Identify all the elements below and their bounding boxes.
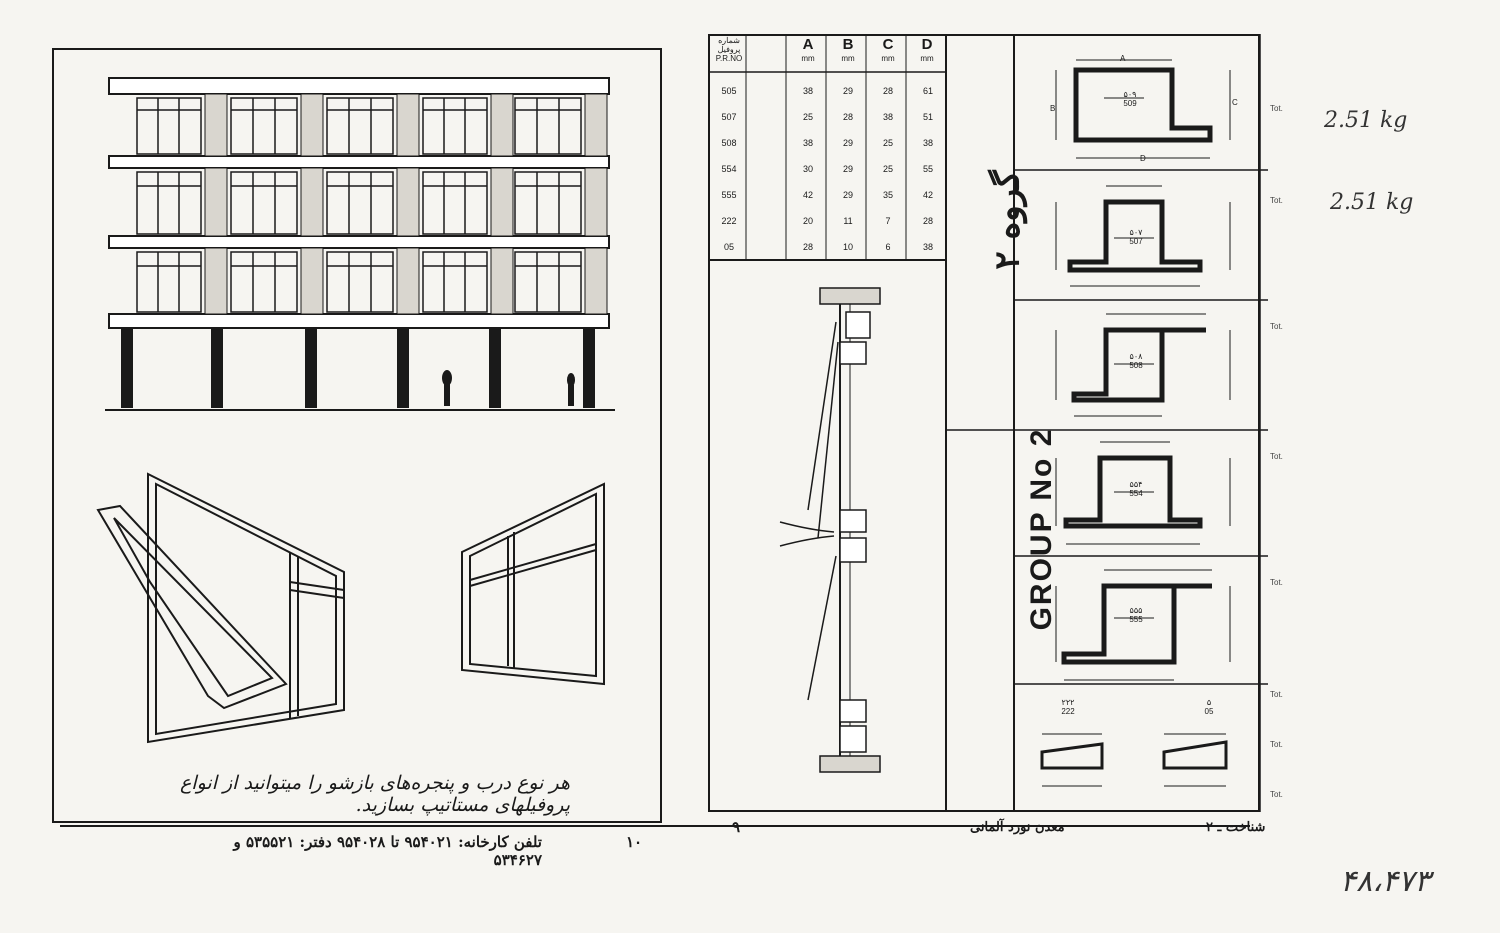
footer-publisher: معدن نورد آلمانی: [970, 820, 1065, 835]
handwritten-weight-note: 2.51 kg: [1324, 108, 1408, 133]
table-cell: 25: [802, 112, 813, 122]
dim-c-label: C: [1232, 98, 1238, 107]
side-label: Tot.: [1270, 578, 1283, 587]
table-header-profile: شماره پروفیل P.R.NO: [715, 36, 743, 63]
table-cell: 25: [882, 138, 893, 148]
table-cell: 7: [885, 216, 891, 226]
table-cell: 55: [922, 164, 933, 174]
table-cell: 42: [922, 190, 933, 200]
factory-phone-line: تلفن کارخانه: ۹۵۴۰۲۱ تا ۹۵۴۰۲۸ دفتر: ۵۳۵…: [233, 833, 543, 869]
dim-b-label: B: [1050, 104, 1056, 113]
dim-a-label: A: [1120, 54, 1126, 63]
table-cell: 28: [802, 242, 813, 252]
footer-rule: [60, 825, 1250, 827]
side-label: Tot.: [1270, 104, 1283, 113]
table-cell: 42: [802, 190, 813, 200]
table-cell: 29: [842, 164, 853, 174]
footer-section: شناخت ـ ۲: [1206, 820, 1266, 835]
table-cell: 29: [842, 86, 853, 96]
table-cell-profile: 507: [721, 112, 737, 122]
table-cell: 28: [882, 86, 893, 96]
table-cell: 25: [882, 164, 893, 174]
left-page-number: ۱۰: [626, 833, 643, 851]
table-cell: 35: [882, 190, 893, 200]
left-page-caption: هر نوع درب و پنجره‌های بازشو را میتوانید…: [179, 772, 570, 816]
profile-cross-sections: [1040, 59, 1231, 787]
table-cell: 11: [843, 216, 853, 226]
table-cell: 28: [922, 216, 933, 226]
left-page-frame: [52, 48, 662, 823]
table-cell: 30: [802, 164, 813, 174]
side-label: Tot.: [1270, 452, 1283, 461]
table-cell: 6: [885, 242, 891, 252]
table-cell: 29: [842, 190, 853, 200]
table-cell-profile: 222: [721, 216, 737, 226]
table-cell: 38: [882, 112, 893, 122]
table-cell: 38: [922, 242, 933, 252]
side-label: Tot.: [1270, 690, 1283, 699]
side-label: Tot.: [1270, 790, 1283, 799]
table-cell-profile: 505: [721, 86, 737, 96]
right-page-frame: [708, 34, 1260, 812]
table-cell: 38: [802, 138, 813, 148]
dim-d-label: D: [1140, 154, 1146, 163]
building-facade-drawing: [105, 77, 615, 411]
fixed-window-drawing: [461, 482, 605, 686]
handwritten-weight-note: 2.51 kg: [1330, 190, 1414, 215]
table-cell: 29: [842, 138, 853, 148]
table-cell-profile: 555: [721, 190, 737, 200]
right-page-grid: [708, 34, 1268, 812]
handwritten-number: ۴۸،۴۷۳: [1340, 864, 1431, 899]
side-label: Tot.: [1270, 196, 1283, 205]
table-cell: 20: [802, 216, 813, 226]
table-cell: 10: [842, 242, 853, 252]
right-page-number: ۹: [732, 818, 741, 836]
table-cell: 28: [842, 112, 853, 122]
table-cell-profile: 05: [723, 242, 734, 252]
open-window-drawing: [96, 472, 345, 744]
side-label: Tot.: [1270, 740, 1283, 749]
table-cell: 51: [922, 112, 933, 122]
window-section-detail: [779, 287, 881, 773]
table-cell-profile: 508: [721, 138, 737, 148]
side-label: Tot.: [1270, 322, 1283, 331]
table-cell-profile: 554: [721, 164, 737, 174]
table-cell: 61: [922, 86, 933, 96]
table-cell: 38: [922, 138, 933, 148]
table-cell: 38: [802, 86, 813, 96]
